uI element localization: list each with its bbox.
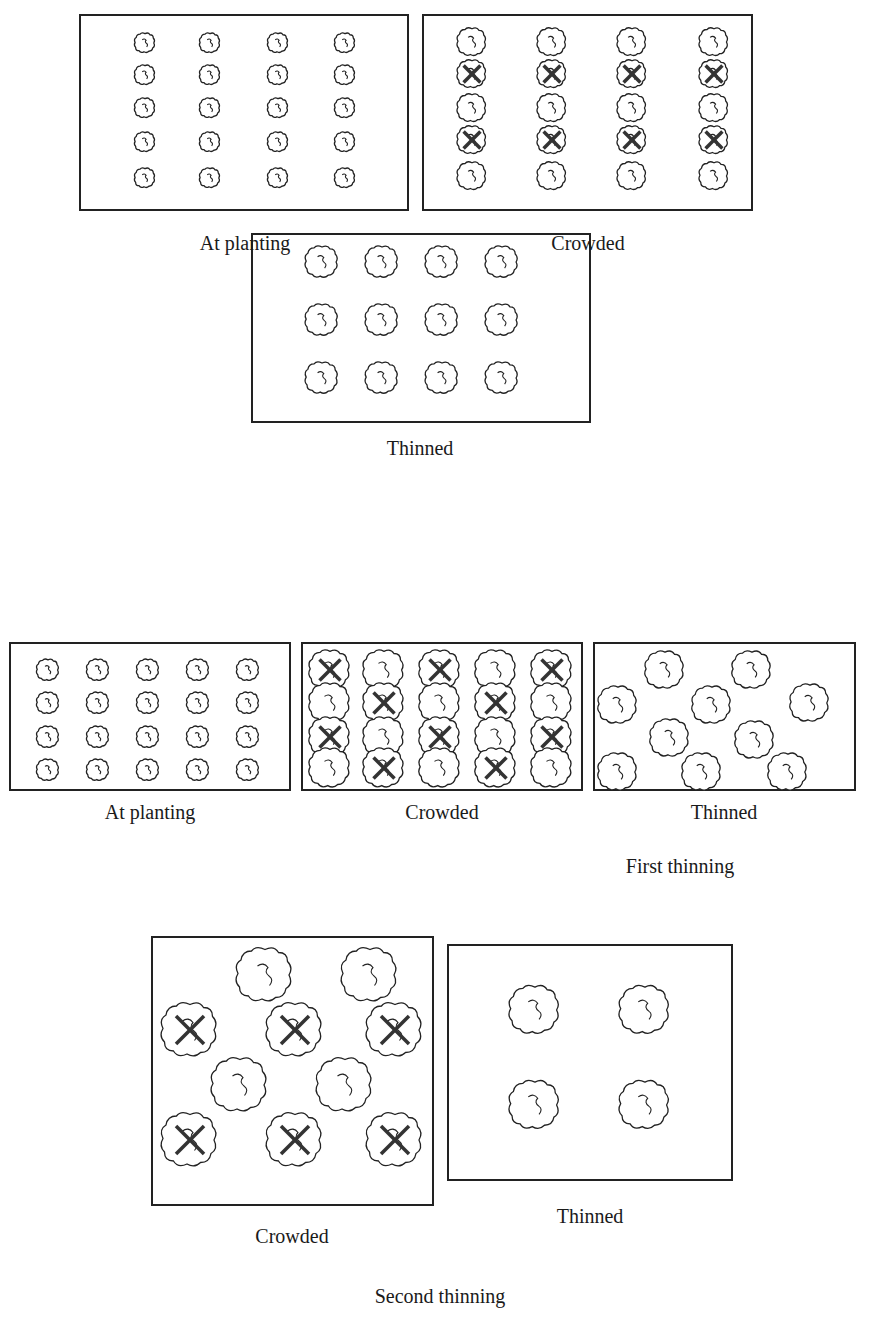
stage-heading: Second thinning: [375, 1284, 506, 1308]
panel-caption: Thinned: [691, 800, 758, 824]
panel-caption: At planting: [105, 800, 196, 824]
panel-caption: Crowded: [255, 1224, 328, 1248]
panel-caption: Crowded: [405, 800, 478, 824]
panel-caption: Crowded: [551, 231, 624, 255]
panel-caption: Thinned: [557, 1204, 624, 1228]
panel-caption: At planting: [200, 231, 291, 255]
stage-heading: First thinning: [626, 854, 734, 878]
panel-caption: Thinned: [387, 436, 454, 460]
